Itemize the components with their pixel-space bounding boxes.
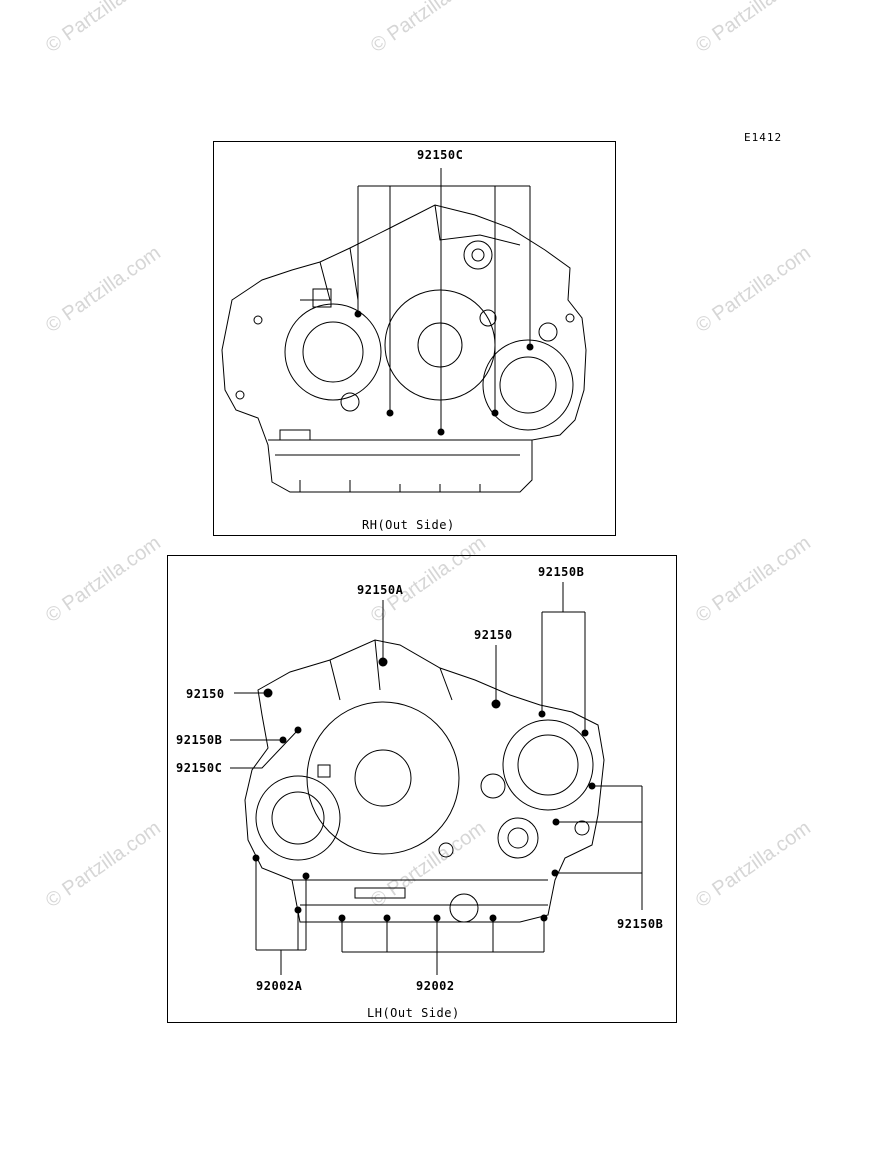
lh-leader-lines <box>230 582 643 975</box>
lh-bolt-points <box>252 657 596 922</box>
rh-panel-caption: RH(Out Side) <box>362 518 455 532</box>
part-label-92150b[interactable]: 92150B <box>176 733 223 747</box>
rh-bearing-right <box>482 339 574 431</box>
rh-bearing-center <box>384 289 496 401</box>
lh-crankcase-outline <box>244 639 605 923</box>
part-label-92150[interactable]: 92150 <box>186 687 225 701</box>
diagram-code: E1412 <box>744 131 783 144</box>
part-label-92150a[interactable]: 92150A <box>357 583 404 597</box>
rh-bearing-left <box>284 303 382 401</box>
part-label-92150[interactable]: 92150 <box>474 628 513 642</box>
part-label-92002a[interactable]: 92002A <box>256 979 303 993</box>
lh-panel-caption: LH(Out Side) <box>367 1006 460 1020</box>
rh-small-features <box>235 240 575 441</box>
rh-panel <box>213 141 616 536</box>
part-label-92150b[interactable]: 92150B <box>617 917 664 931</box>
rh-crankcase-outline <box>221 204 587 493</box>
part-label-92002[interactable]: 92002 <box>416 979 455 993</box>
rh-bolt-points <box>354 310 534 436</box>
lh-small-features <box>317 764 590 923</box>
lh-bearing-center <box>306 701 460 855</box>
part-label-92150b[interactable]: 92150B <box>538 565 585 579</box>
rh-leader-lines <box>357 168 531 432</box>
lh-bearing-left <box>255 775 341 861</box>
lh-panel <box>167 555 677 1023</box>
lh-bearing-right <box>502 719 594 811</box>
part-label-92150c[interactable]: 92150C <box>417 148 464 162</box>
part-label-92150c[interactable]: 92150C <box>176 761 223 775</box>
